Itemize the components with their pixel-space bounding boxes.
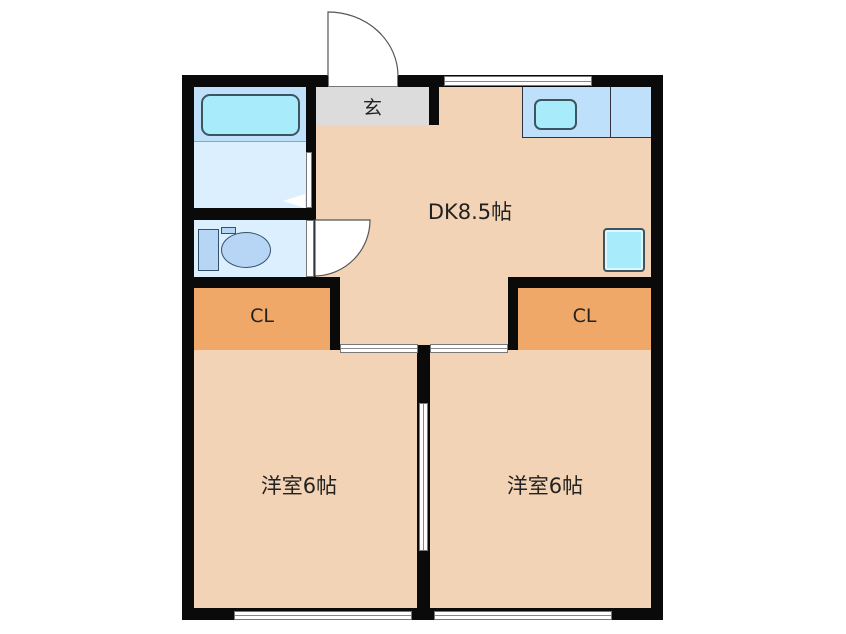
closet-left-label: CL (250, 305, 274, 327)
toilet-lid-icon (221, 227, 236, 234)
sliding-door-right[interactable] (430, 344, 508, 353)
wash-doorway (306, 152, 312, 208)
sliding-door-left[interactable] (340, 344, 418, 353)
dk-floor-lower (340, 277, 508, 345)
counter-divider (610, 87, 611, 138)
toilet-door-swing-icon (314, 219, 371, 277)
closet-left (194, 288, 330, 350)
kitchen-sink-icon (534, 99, 577, 130)
sliding-door-between-rooms[interactable] (419, 403, 428, 551)
western-room-left (194, 350, 417, 608)
bathtub-icon (201, 94, 300, 136)
western-room-left-label: 洋室6帖 (260, 474, 338, 498)
dk-label: DK8.5帖 (427, 200, 513, 224)
window-left-room (234, 611, 412, 620)
entrance-wall (429, 87, 439, 125)
entrance-label: 玄 (362, 97, 382, 119)
refrigerator-icon (603, 228, 645, 272)
front-door-swing-icon (327, 11, 399, 77)
toilet-bowl-icon (221, 232, 271, 268)
toilet-tank-icon (198, 229, 219, 271)
western-room-right-label: 洋室6帖 (506, 474, 584, 498)
closet-right-label: CL (572, 305, 597, 327)
western-room-right (430, 350, 651, 608)
entrance (316, 87, 429, 125)
window-right-room (434, 611, 612, 620)
wash-door-icon (283, 194, 305, 208)
dk-window (444, 76, 592, 86)
closet-right (518, 288, 651, 350)
toilet-doorway (306, 220, 314, 277)
